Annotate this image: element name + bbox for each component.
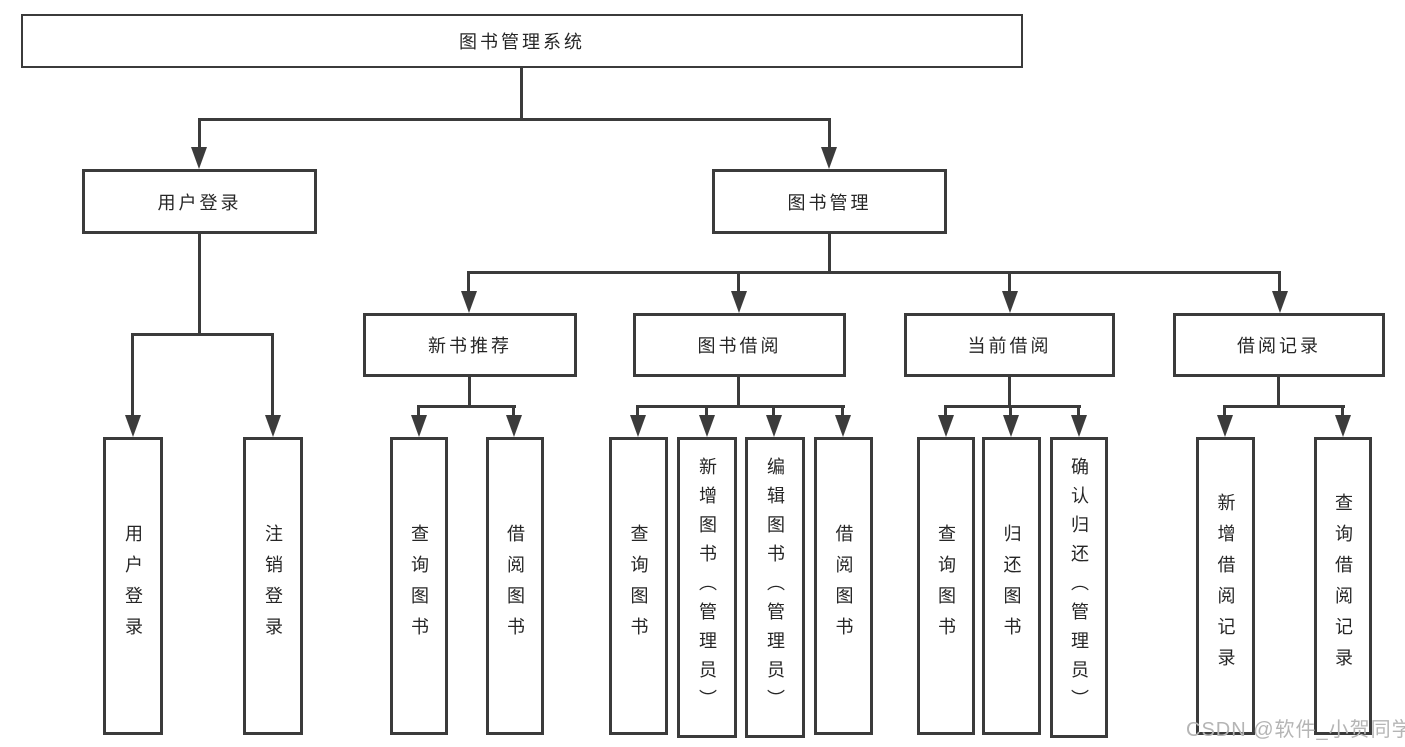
arrowhead-new-book-recommendation [461,291,477,313]
connector-bookmgmt-arm-1 [467,271,470,295]
node-book-management: 图书管理 [712,169,947,234]
node-borrowing-records: 借阅记录 [1173,313,1385,377]
connector-bookmgmt-stem [828,234,831,274]
connector-recommend-arm-2 [512,405,515,418]
arrowhead-current-confirm-return [1071,415,1087,437]
connector-bookmgmt-arm-3 [1008,271,1011,295]
leaf-recommend-borrow-books: 借阅图书 [486,437,544,735]
leaf-borrowing-borrow-books: 借阅图书 [814,437,873,735]
leaf-logout-login: 注销登录 [243,437,303,735]
connector-borrowing-splitter [636,405,845,408]
arrowhead-borrowing-query-books [630,415,646,437]
connector-records-arm-1 [1223,405,1226,418]
connector-borrowing-arm-4 [841,405,844,418]
connector-bookmgmt-arm-4 [1278,271,1281,295]
connector-records-stem [1277,377,1280,408]
arrowhead-borrowing-add-books [699,415,715,437]
arrowhead-leaf-logout [265,415,281,437]
connector-borrowing-arm-2 [705,405,708,418]
connector-recommend-stem [468,377,471,408]
connector-userlogin-arm-2 [271,333,274,417]
arrowhead-recommend-query-books [411,415,427,437]
node-library-management-system: 图书管理系统 [21,14,1023,68]
arrowhead-current-query-books [938,415,954,437]
arrowhead-user-login [191,147,207,169]
connector-current-stem [1008,377,1011,408]
leaf-current-return-books: 归还图书 [982,437,1041,735]
node-current-borrowing: 当前借阅 [904,313,1115,377]
connector-root-splitter [198,118,831,121]
connector-current-arm-1 [944,405,947,418]
leaf-user-login: 用户登录 [103,437,163,735]
node-user-login: 用户登录 [82,169,317,234]
connector-records-arm-2 [1341,405,1344,418]
arrowhead-book-borrowing [731,291,747,313]
connector-root-stem [520,68,523,121]
leaf-borrowing-edit-books-admin: 编辑图书（管理员） [745,437,805,738]
arrowhead-borrowing-edit-books [766,415,782,437]
connector-borrowing-arm-1 [636,405,639,418]
connector-records-splitter [1223,405,1345,408]
arrowhead-borrowing-records [1272,291,1288,313]
leaf-borrowing-add-books-admin: 新增图书（管理员） [677,437,737,738]
connector-borrowing-stem [737,377,740,408]
connector-userlogin-arm-1 [131,333,134,417]
arrowhead-recommend-borrow-books [506,415,522,437]
leaf-recommend-query-books: 查询图书 [390,437,448,735]
leaf-current-query-books: 查询图书 [917,437,975,735]
connector-current-splitter [944,405,1081,408]
connector-userlogin-stem [198,234,201,336]
node-new-book-recommendation: 新书推荐 [363,313,577,377]
arrowhead-current-borrowing [1002,291,1018,313]
connector-root-arm-right [828,118,831,150]
connector-root-arm-left [198,118,201,150]
arrowhead-book-management [821,147,837,169]
csdn-watermark: CSDN @软件_小贺同学 [1186,719,1405,741]
connector-current-arm-3 [1077,405,1080,418]
leaf-borrowing-query-books: 查询图书 [609,437,668,735]
connector-bookmgmt-splitter [467,271,1281,274]
connector-current-arm-2 [1009,405,1012,418]
arrowhead-leaf-user-login [125,415,141,437]
leaf-records-query-borrow-record: 查询借阅记录 [1314,437,1372,735]
arrowhead-borrowing-borrow-books [835,415,851,437]
leaf-records-add-borrow-record: 新增借阅记录 [1196,437,1255,735]
leaf-current-confirm-return-admin: 确认归还（管理员） [1050,437,1108,738]
arrowhead-current-return-books [1003,415,1019,437]
connector-recommend-arm-1 [417,405,420,418]
connector-userlogin-splitter [131,333,274,336]
node-book-borrowing: 图书借阅 [633,313,846,377]
connector-borrowing-arm-3 [772,405,775,418]
arrowhead-records-query-record [1335,415,1351,437]
connector-recommend-splitter [417,405,516,408]
arrowhead-records-add-record [1217,415,1233,437]
connector-bookmgmt-arm-2 [737,271,740,295]
